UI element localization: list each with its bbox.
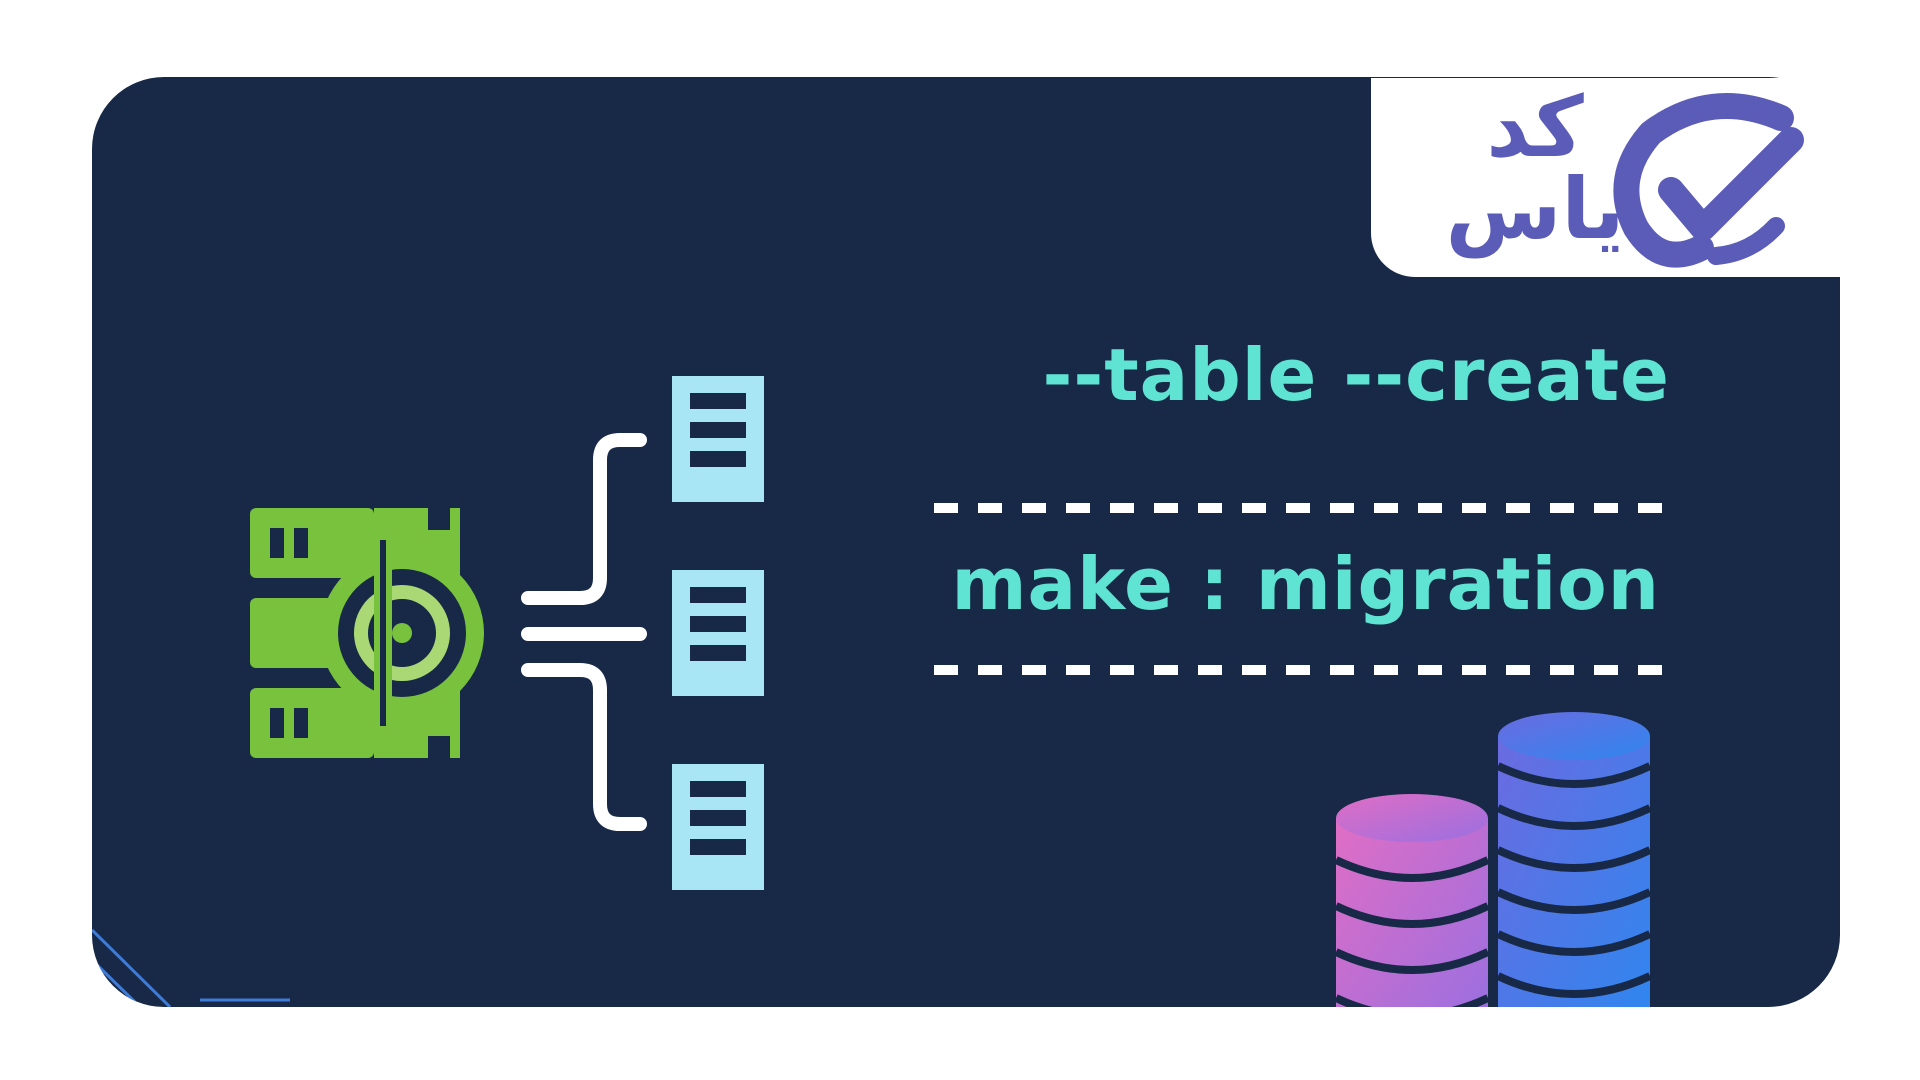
- dashed-divider: [934, 503, 1682, 513]
- database-icon: [1334, 794, 1490, 1007]
- table-icon: [672, 376, 764, 502]
- decorative-lines: [92, 928, 290, 1007]
- command-table-create: --table --create: [1042, 333, 1670, 417]
- database-icon: [1496, 712, 1652, 1007]
- connector-lines: [521, 433, 647, 831]
- table-icon: [672, 764, 764, 890]
- logo-mark-icon: [1613, 93, 1804, 268]
- dashed-divider: [934, 665, 1682, 675]
- logo: کد یاس: [1371, 78, 1841, 277]
- server-gear-icon: [250, 508, 484, 758]
- logo-text: کد یاس: [1435, 78, 1635, 266]
- table-icon: [672, 570, 764, 696]
- command-make-migration: make : migration: [951, 542, 1660, 626]
- logo-line-1: کد: [1486, 78, 1584, 176]
- logo-line-2: یاس: [1445, 160, 1625, 258]
